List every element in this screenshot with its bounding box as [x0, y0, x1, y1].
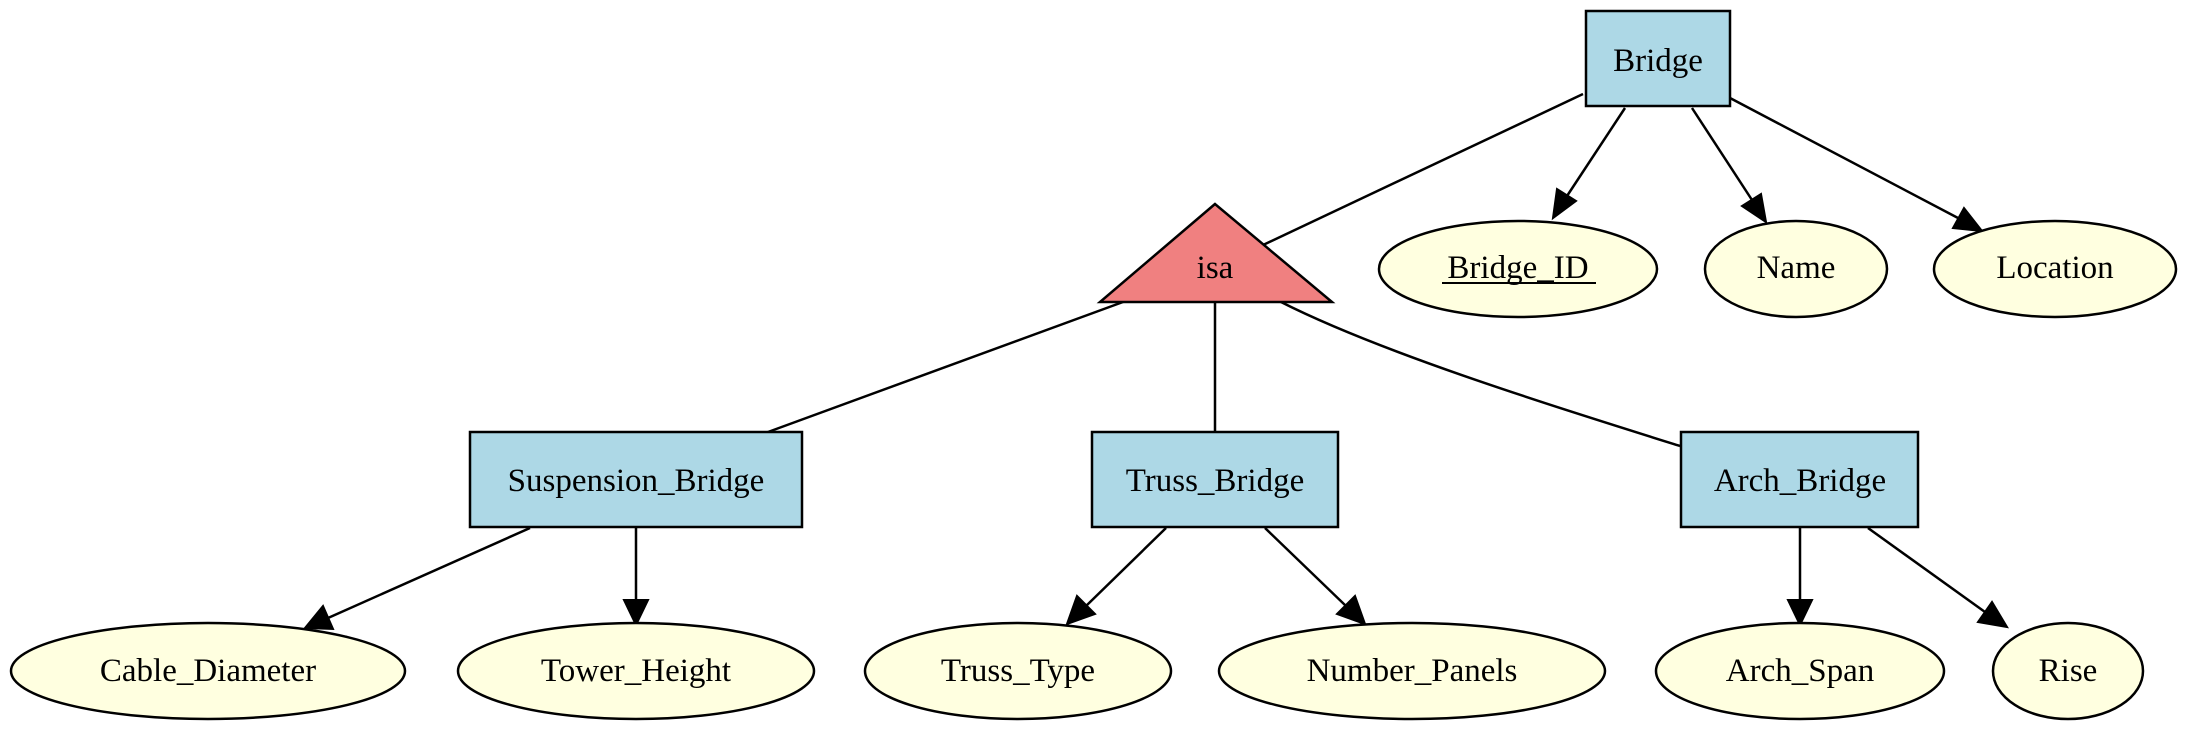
svg-text:Suspension_Bridge: Suspension_Bridge	[508, 463, 765, 499]
svg-text:Arch_Bridge: Arch_Bridge	[1714, 463, 1886, 499]
attribute-name[interactable]: Name	[1703, 219, 1889, 319]
attribute-number-panels[interactable]: Number_Panels	[1217, 621, 1607, 721]
edge-isa-suspension	[767, 300, 1124, 434]
svg-text:isa: isa	[1197, 250, 1234, 286]
edge-bridge-isa	[1262, 92, 1584, 247]
entity-bridge[interactable]: Bridge	[1584, 9, 1732, 108]
attribute-location[interactable]: Location	[1932, 219, 2178, 319]
svg-text:Bridge: Bridge	[1613, 43, 1703, 79]
edge-suspension-tower-height	[622, 528, 650, 628]
svg-text:Rise: Rise	[2039, 653, 2098, 689]
attribute-rise[interactable]: Rise	[1991, 621, 2145, 721]
edge-bridge-name	[1690, 107, 1768, 225]
entity-arch-bridge[interactable]: Arch_Bridge	[1679, 430, 1920, 529]
attribute-bridge-id[interactable]: Bridge_ID	[1377, 219, 1659, 319]
edge-bridge-bridge-id	[1551, 107, 1627, 221]
edge-isa-arch	[1280, 300, 1681, 448]
edge-arch-rise	[1867, 526, 2009, 629]
edge-arch-arch-span	[1786, 528, 1814, 628]
isa-triangle[interactable]: isa	[1096, 202, 1336, 304]
attribute-truss-type[interactable]: Truss_Type	[863, 621, 1173, 721]
key-attribute-label: Bridge_ID	[1447, 250, 1588, 286]
edge-truss-number-panels	[1264, 527, 1367, 626]
svg-text:Name: Name	[1757, 250, 1836, 286]
svg-text:Truss_Bridge: Truss_Bridge	[1126, 463, 1305, 499]
svg-text:Tower_Height: Tower_Height	[541, 653, 731, 689]
edge-suspension-cable-diameter	[302, 526, 531, 631]
attribute-tower-height[interactable]: Tower_Height	[456, 621, 816, 721]
attribute-arch-span[interactable]: Arch_Span	[1654, 621, 1946, 721]
edge-truss-truss-type	[1065, 527, 1167, 626]
svg-text:Number_Panels: Number_Panels	[1307, 653, 1518, 689]
entity-truss-bridge[interactable]: Truss_Bridge	[1090, 430, 1340, 529]
svg-text:Truss_Type: Truss_Type	[941, 653, 1095, 689]
svg-text:Location: Location	[1996, 250, 2113, 286]
attribute-cable-diameter[interactable]: Cable_Diameter	[9, 621, 407, 721]
svg-text:Cable_Diameter: Cable_Diameter	[100, 653, 316, 689]
svg-text:Arch_Span: Arch_Span	[1726, 653, 1874, 689]
entity-suspension-bridge[interactable]: Suspension_Bridge	[468, 430, 804, 529]
edge-bridge-location	[1729, 96, 1985, 233]
